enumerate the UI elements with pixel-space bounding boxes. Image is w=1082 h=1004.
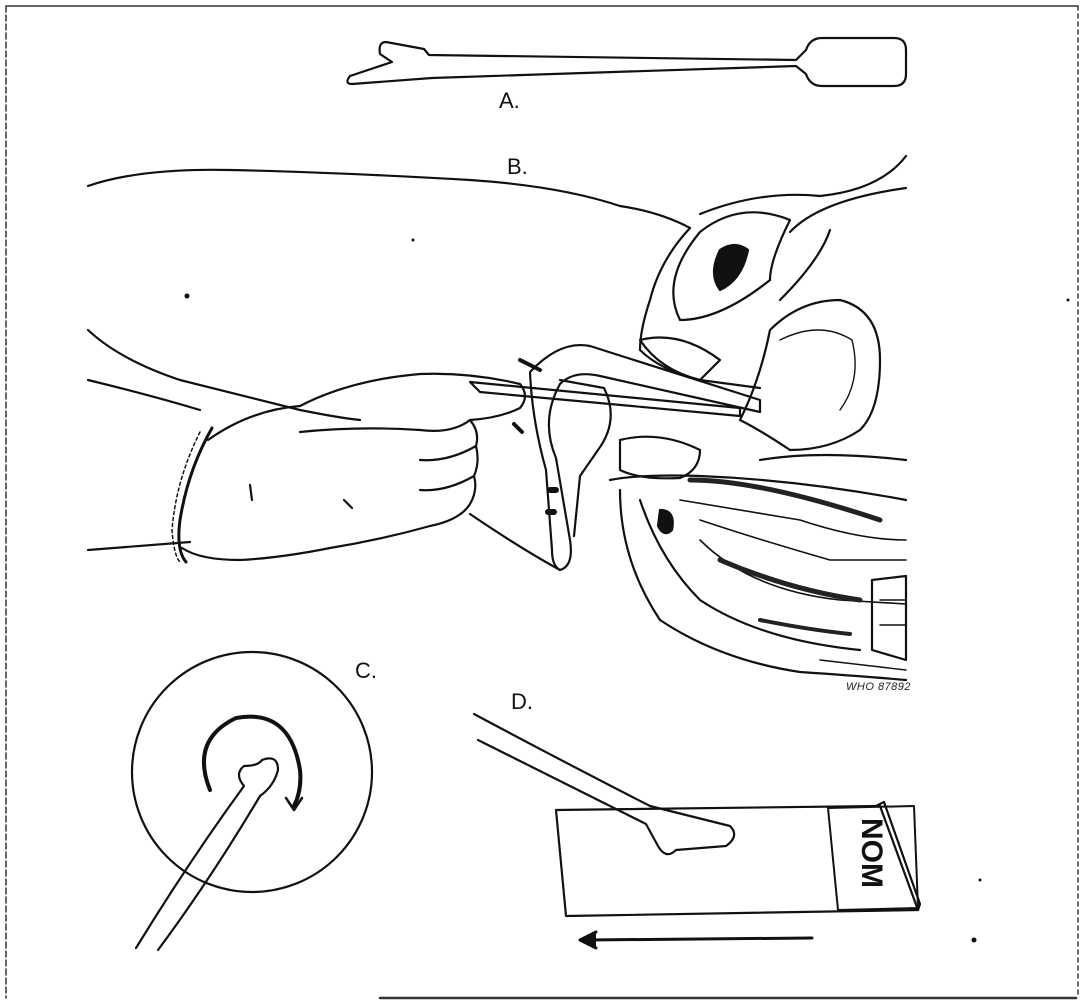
label-d: D.	[511, 689, 533, 715]
speculum	[530, 345, 760, 570]
page-frame	[6, 6, 1078, 998]
label-b: B.	[507, 154, 528, 180]
uterus	[740, 300, 880, 450]
thigh-outline	[88, 170, 690, 228]
label-a: A.	[499, 88, 520, 114]
slide-smear-d	[474, 714, 920, 948]
rotation-arc-arrow	[204, 717, 300, 806]
speculum-procedure-b	[88, 156, 906, 680]
direction-arrow	[586, 938, 812, 940]
cervix-rotation-c	[132, 652, 372, 950]
gloved-hand	[182, 374, 525, 560]
spatula-d	[474, 714, 734, 854]
catalog-code: WHO 87892	[846, 681, 911, 693]
label-c: C.	[355, 658, 377, 684]
spatula-a	[347, 38, 906, 86]
slide-label: NOM	[855, 818, 888, 888]
scan-speckles	[185, 239, 1070, 943]
